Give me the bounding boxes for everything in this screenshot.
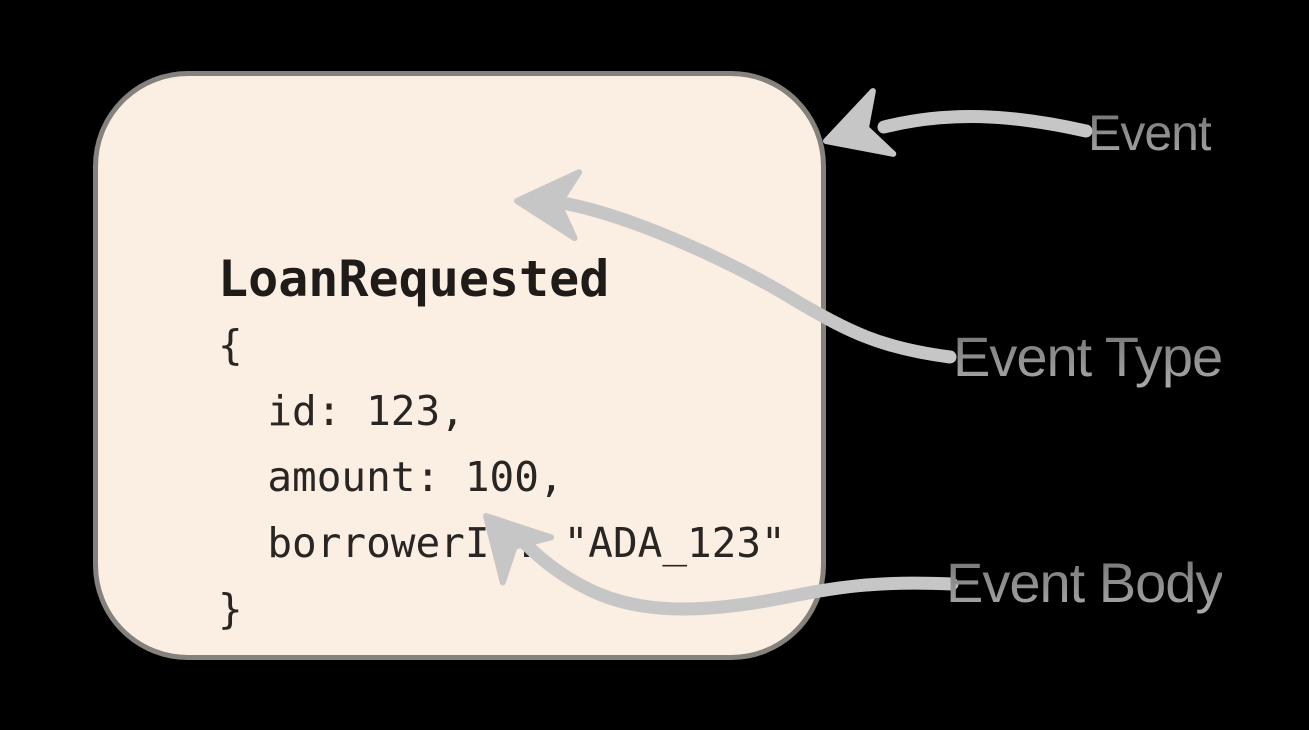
- event-type-title: LoanRequested: [218, 250, 610, 308]
- label-event-type: Event Type: [953, 325, 1223, 388]
- event-code: LoanRequested { id: 123, amount: 100, bor…: [218, 246, 786, 642]
- code-line: amount: 100,: [218, 453, 564, 501]
- code-line: id: 123,: [218, 387, 465, 435]
- code-line: }: [218, 585, 243, 633]
- event-arrow: [877, 110, 1093, 138]
- code-line: {: [218, 321, 243, 369]
- code-line: borrowerId: "ADA_123": [218, 519, 786, 567]
- event-box: LoanRequested { id: 123, amount: 100, bor…: [93, 71, 826, 660]
- event-arrowhead-icon: [823, 88, 897, 157]
- label-event: Event: [1088, 105, 1212, 161]
- label-event-body: Event Body: [946, 551, 1223, 614]
